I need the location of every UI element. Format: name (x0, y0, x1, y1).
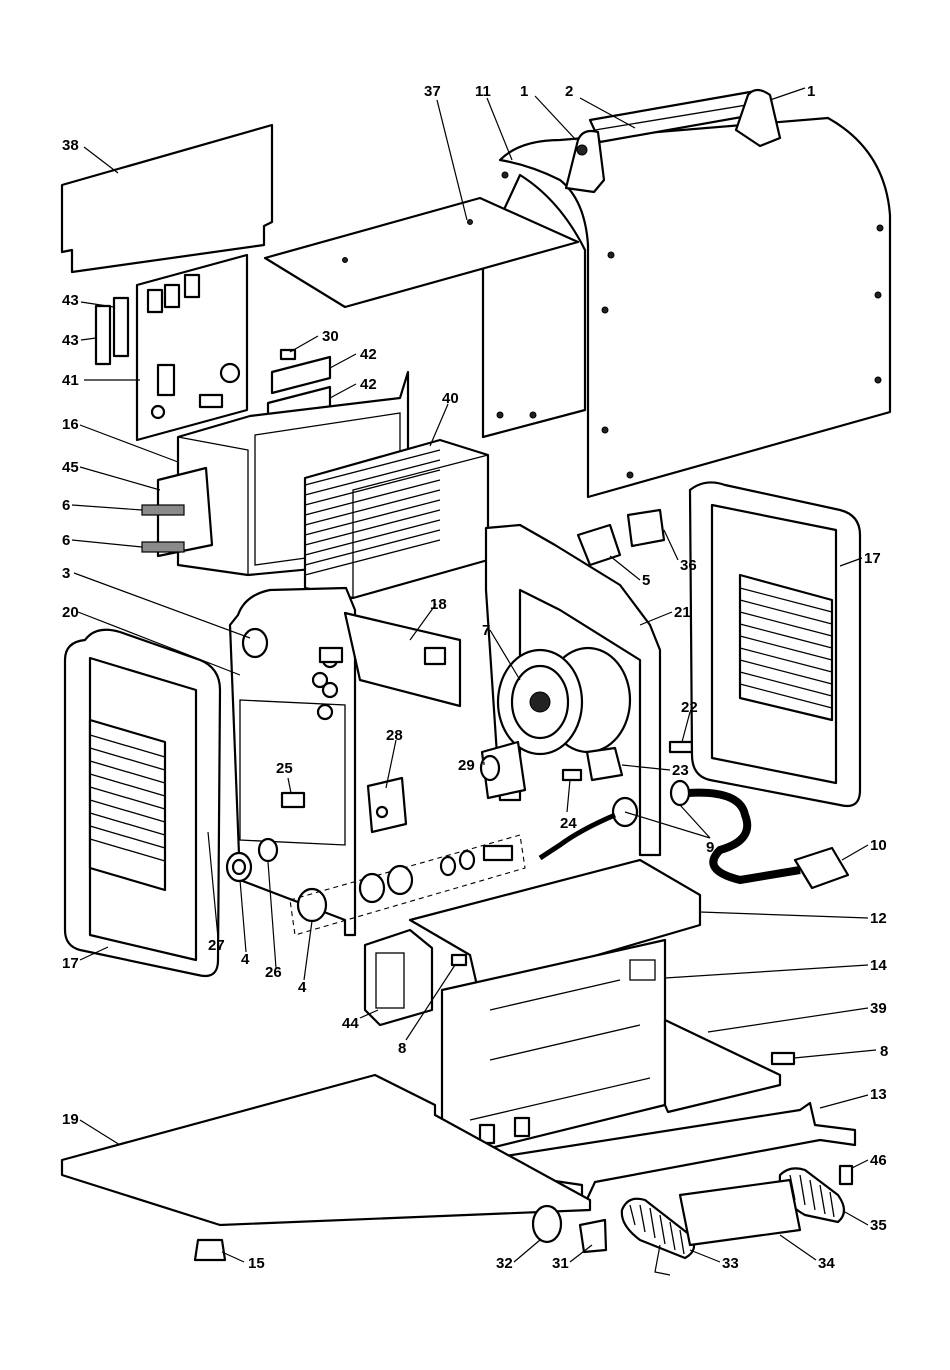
part-fitting-25 (282, 793, 304, 807)
part-pcb-34 (680, 1180, 800, 1245)
label-part-8a: 8 (398, 1040, 406, 1057)
label-part-11: 11 (475, 83, 491, 100)
label-part-18: 18 (430, 596, 447, 613)
label-part-36: 36 (680, 557, 697, 574)
label-part-44: 44 (342, 1015, 359, 1032)
label-part-42a: 42 (360, 346, 377, 363)
label-part-8b: 8 (880, 1043, 888, 1060)
label-part-42b: 42 (360, 376, 377, 393)
label-part-6b: 6 (62, 532, 70, 549)
part-socket-4a (227, 853, 251, 881)
label-part-21: 21 (674, 604, 691, 621)
label-part-29: 29 (458, 757, 475, 774)
label-part-22: 22 (681, 699, 698, 716)
part-sheet-39 (665, 1020, 780, 1112)
label-part-35: 35 (870, 1217, 887, 1234)
label-part-43b: 43 (62, 332, 79, 349)
part-spacer-8a (452, 955, 466, 965)
label-part-26: 26 (265, 964, 282, 981)
label-part-4a: 4 (241, 951, 250, 968)
label-part-46: 46 (870, 1152, 887, 1169)
part-cap-26 (259, 839, 277, 861)
part-knob-3 (243, 629, 267, 657)
part-spacer-46 (840, 1166, 852, 1184)
part-bracket-31 (580, 1220, 606, 1252)
part-bracket-43b (96, 306, 110, 364)
label-part-31: 31 (552, 1255, 569, 1272)
part-bracket-43a (114, 298, 128, 356)
part-spacer-8b (772, 1053, 794, 1064)
label-part-15: 15 (248, 1255, 265, 1272)
part-cover-11 (483, 118, 890, 497)
label-part-12: 12 (870, 910, 887, 927)
part-socket-29 (481, 742, 525, 798)
label-part-30: 30 (322, 328, 339, 345)
label-part-39: 39 (870, 1000, 887, 1017)
label-part-27: 27 (208, 937, 225, 954)
label-part-24: 24 (560, 815, 577, 832)
label-part-19: 19 (62, 1111, 79, 1128)
label-part-9: 9 (706, 839, 714, 856)
part-fan-7 (498, 648, 630, 754)
label-part-3: 3 (62, 565, 70, 582)
label-part-17b: 17 (62, 955, 79, 972)
part-cable-9 (540, 781, 800, 880)
part-side-frame-17-left (65, 630, 220, 976)
part-display-pcb-18 (345, 613, 460, 706)
part-pcb-41 (137, 255, 247, 440)
part-foot-15 (195, 1240, 225, 1260)
part-pad-6a (142, 505, 184, 515)
label-part-13: 13 (870, 1086, 887, 1103)
part-fitting-22 (670, 742, 692, 752)
label-part-43a: 43 (62, 292, 79, 309)
label-part-1a: 1 (520, 83, 528, 100)
label-part-16: 16 (62, 416, 79, 433)
label-part-41: 41 (62, 372, 79, 389)
label-part-1b: 1 (807, 83, 815, 100)
label-part-32: 32 (496, 1255, 513, 1272)
part-fitting-24 (563, 770, 581, 780)
part-valve-23 (587, 748, 622, 780)
label-part-4b: 4 (298, 979, 307, 996)
label-part-6a: 6 (62, 497, 70, 514)
label-part-40: 40 (442, 390, 459, 407)
part-pad-6b (142, 542, 184, 552)
part-board-38 (62, 125, 272, 272)
label-part-28: 28 (386, 727, 403, 744)
part-grommet-32 (533, 1206, 561, 1242)
label-part-5: 5 (642, 572, 650, 589)
part-spacer-30 (281, 350, 295, 359)
part-side-frame-17-right (690, 482, 860, 806)
label-part-37: 37 (424, 83, 441, 100)
label-part-23: 23 (672, 762, 689, 779)
label-part-38: 38 (62, 137, 79, 154)
label-part-17a: 17 (864, 550, 881, 567)
label-part-10: 10 (870, 837, 887, 854)
label-part-20: 20 (62, 604, 79, 621)
label-part-14: 14 (870, 957, 887, 974)
label-part-33: 33 (722, 1255, 739, 1272)
label-part-2: 2 (565, 83, 573, 100)
part-plug-10 (795, 848, 848, 888)
label-part-45: 45 (62, 459, 79, 476)
part-cap-36 (628, 510, 664, 546)
label-part-25: 25 (276, 760, 293, 777)
label-part-7: 7 (482, 622, 490, 639)
label-part-34: 34 (818, 1255, 835, 1272)
part-terminal-42a (272, 357, 330, 393)
